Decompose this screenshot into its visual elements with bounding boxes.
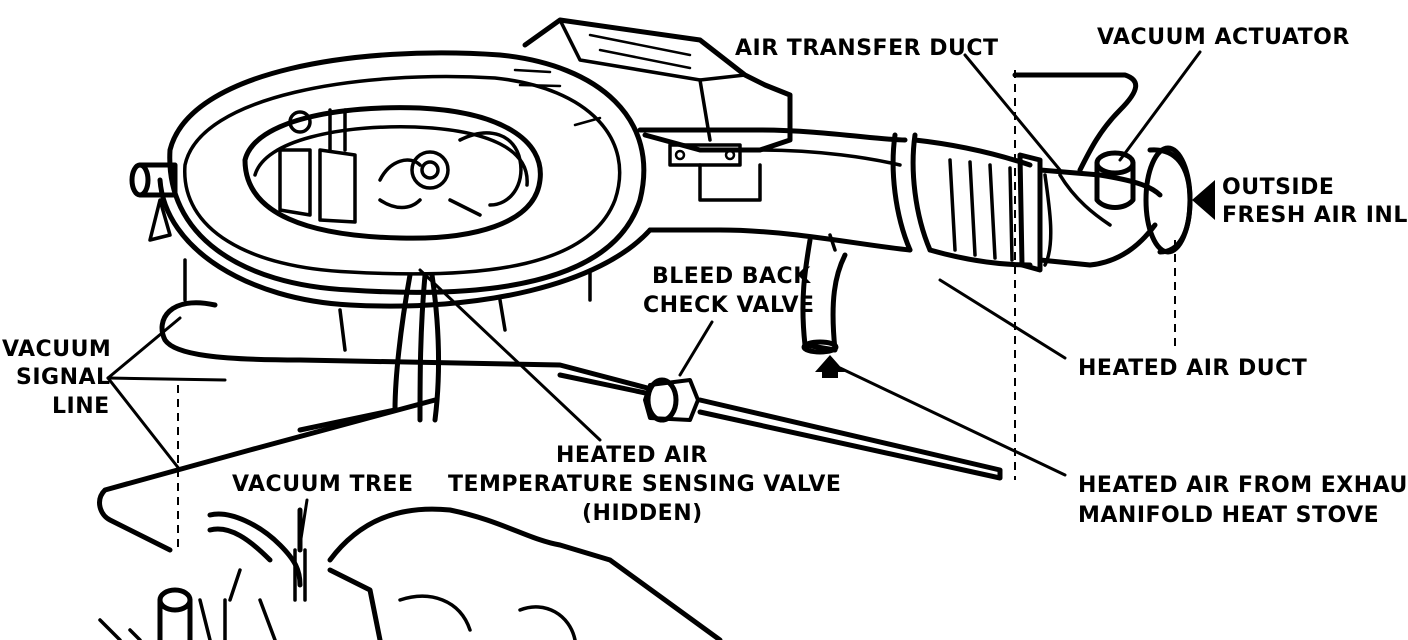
label-heated-air: HEATED AIR [556,443,708,468]
label-bleed-back: BLEED BACK [652,264,811,289]
label-signal: SIGNAL [16,365,111,390]
fresh-air-arrow-icon [1192,180,1215,220]
dashed-guide-lines [177,70,1176,550]
flow-arrows [815,180,1215,378]
label-check-valve: CHECK VALVE [643,293,815,318]
label-heated-air-duct: HEATED AIR DUCT [1078,356,1307,381]
label-manifold-heat-stove: MANIFOLD HEAT STOVE [1078,503,1379,528]
snorkel-duct [637,127,1163,355]
label-vacuum-tree: VACUUM TREE [232,472,414,497]
label-temperature-sensing-valve: TEMPERATURE SENSING VALVE [448,472,841,497]
label-vacuum: VACUUM [2,337,111,362]
label-fresh-air-inlet: FRESH AIR INLET [1222,203,1408,228]
engine-lower [98,506,723,640]
vacuum-actuator-assembly [1058,145,1193,255]
labels: AIR TRANSFER DUCT VACUUM ACTUATOR OUTSID… [2,25,1408,528]
label-vacuum-actuator: VACUUM ACTUATOR [1097,25,1350,50]
air-cleaner-housing [129,17,793,352]
vacuum-lines [97,72,1139,553]
label-heated-air-from-exhaust: HEATED AIR FROM EXHAUST [1078,473,1408,498]
label-line: LINE [52,394,110,419]
label-air-transfer-duct: AIR TRANSFER DUCT [735,36,998,61]
heated-air-arrow-icon [815,355,845,378]
label-outside: OUTSIDE [1222,175,1334,200]
leader-lines [106,50,1202,547]
label-hidden: (HIDDEN) [582,501,703,526]
